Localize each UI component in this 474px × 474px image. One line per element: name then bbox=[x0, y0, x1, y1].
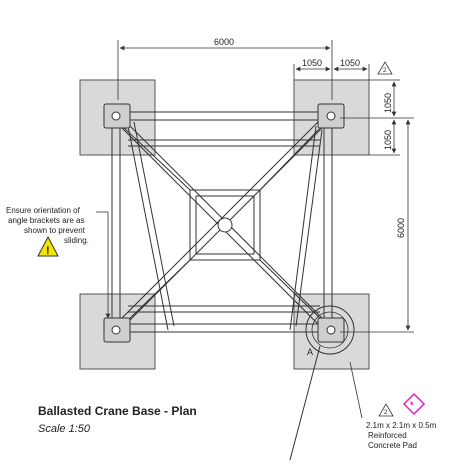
svg-text:1050: 1050 bbox=[383, 93, 393, 113]
dimension-overall-height: 6000 bbox=[340, 117, 414, 333]
svg-text:6000: 6000 bbox=[396, 218, 406, 238]
svg-text:2: 2 bbox=[384, 410, 388, 416]
svg-text:1050: 1050 bbox=[340, 58, 360, 68]
dimension-pad-right: 1050 1050 bbox=[369, 79, 400, 156]
tower-frame bbox=[111, 111, 333, 333]
detail-ref-label: A bbox=[307, 347, 313, 357]
svg-text:6000: 6000 bbox=[214, 37, 234, 47]
drawing-title: Ballasted Crane Base - Plan bbox=[38, 404, 197, 418]
pad-note-leader bbox=[349, 361, 363, 419]
pad-note: 2.1m x 2.1m x 0.5m Reinforced Concrete P… bbox=[366, 421, 437, 450]
detail-circle-inner bbox=[311, 311, 349, 349]
svg-text:Ensure orientation of: Ensure orientation of bbox=[6, 206, 81, 215]
dimension-pad-top: 1050 1050 bbox=[293, 58, 370, 80]
svg-text:2: 2 bbox=[383, 68, 387, 74]
drawing-scale: Scale 1:50 bbox=[38, 423, 91, 435]
detail-leader bbox=[289, 345, 321, 461]
svg-text:1050: 1050 bbox=[383, 130, 393, 150]
svg-text:angle brackets are as: angle brackets are as bbox=[8, 216, 85, 225]
hazard-diamond-icon: * bbox=[402, 392, 426, 416]
dimension-overall-width: 6000 bbox=[117, 37, 333, 100]
svg-text:Reinforced: Reinforced bbox=[368, 431, 407, 440]
svg-text:*: * bbox=[410, 400, 414, 410]
svg-text:sliding.: sliding. bbox=[64, 236, 89, 245]
svg-text:1050: 1050 bbox=[302, 58, 322, 68]
revision-triangle-icon: 2 bbox=[377, 61, 393, 75]
svg-text:!: ! bbox=[46, 245, 50, 257]
svg-text:Concrete Pad: Concrete Pad bbox=[368, 441, 417, 450]
orientation-note: Ensure orientation of angle brackets are… bbox=[6, 206, 111, 319]
svg-text:shown to prevent: shown to prevent bbox=[24, 226, 86, 235]
warning-triangle-icon: ! bbox=[37, 235, 59, 257]
detail-circle bbox=[305, 305, 355, 355]
revision-triangle-icon-pad: 2 bbox=[378, 403, 394, 417]
svg-text:2.1m x 2.1m x 0.5m: 2.1m x 2.1m x 0.5m bbox=[366, 421, 437, 430]
corner-brackets bbox=[103, 103, 345, 343]
